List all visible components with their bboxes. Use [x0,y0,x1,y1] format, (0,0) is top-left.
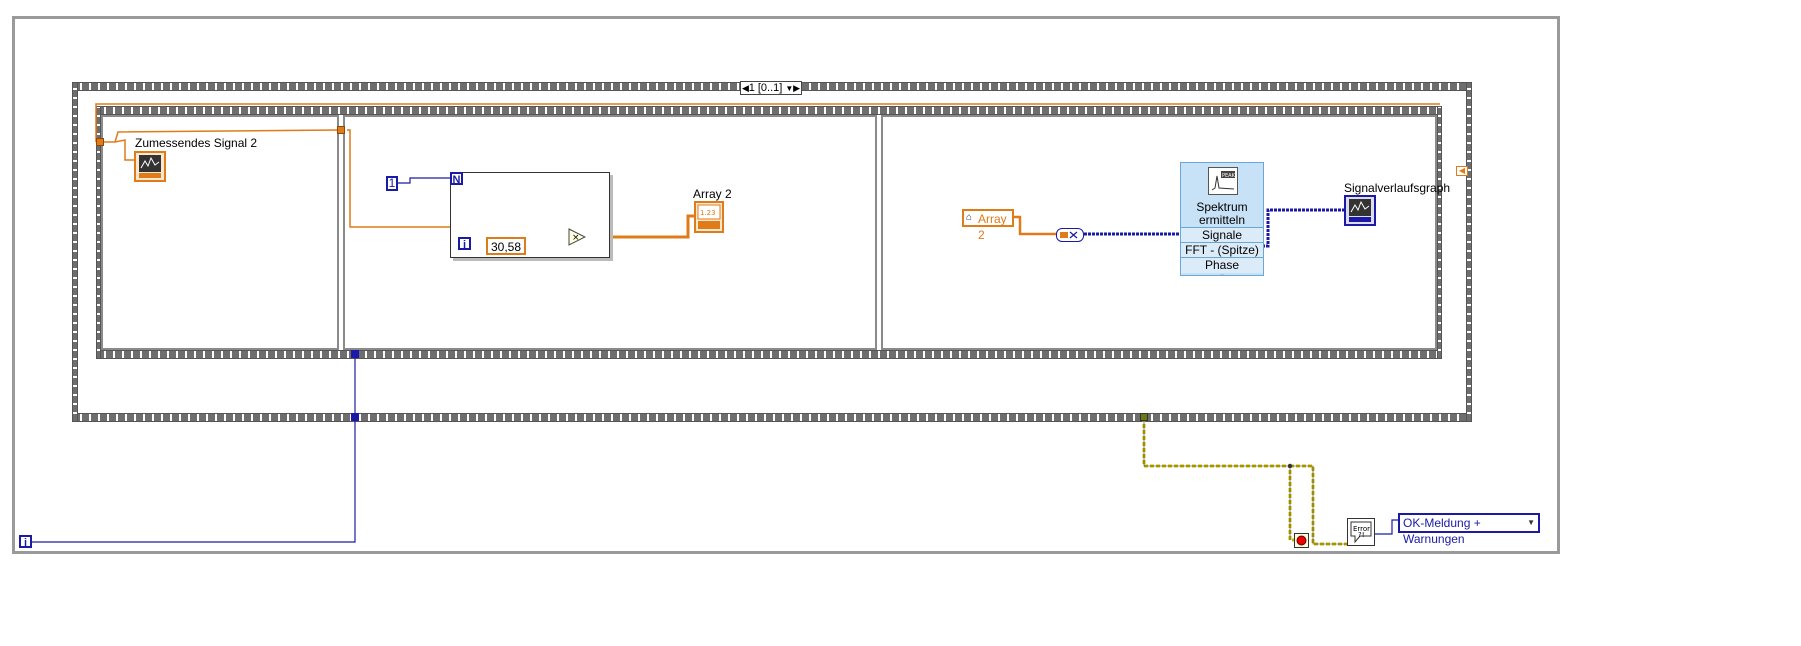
stop-button-icon[interactable] [1294,533,1309,548]
error-handler-icon[interactable]: Error?! [1347,518,1375,546]
wire-express-to-graph [1262,208,1344,248]
terminal-fft-peak[interactable]: FFT - (Spitze) [1181,242,1263,258]
tunnel-right-outer: ◀ [1456,166,1468,176]
sequence-frame-right [1437,106,1442,359]
express-title-1: Spektrum [1196,200,1248,214]
signal-label: Zumessendes Signal 2 [135,136,258,150]
svg-text:×: × [572,233,580,243]
outer-frame-right [1466,82,1472,422]
outer-loop-iteration-terminal[interactable]: i [19,535,32,549]
array2-label: Array 2 [693,187,732,201]
terminal-signale[interactable]: Signale [1181,227,1263,243]
waveform-graph-icon[interactable] [1344,195,1376,226]
svg-text:PEAK: PEAK [1222,173,1236,179]
graph-label: Signalverlaufsgraph [1344,181,1451,195]
chevron-down-icon[interactable]: ▼ [1527,518,1535,527]
dialog-type-enum[interactable]: OK-Meldung + Warnungen ▼ [1398,513,1540,546]
case-selector-label: 1 [0..1] [748,82,783,94]
chevron-down-icon[interactable]: ▼ [785,84,794,93]
wire-outer-i [32,354,356,543]
chevron-down-icon[interactable]: ⌄ [1218,269,1226,278]
home-icon: ⌂ [966,212,973,223]
loop-iteration-terminal[interactable]: i [458,237,471,251]
array2-local-label: Array 2 [978,212,1007,242]
multiply-constant[interactable]: 30,58 [486,237,527,255]
wire-array-out [613,214,694,239]
case-next-arrow-icon[interactable]: ▶ [793,83,800,93]
wire-error-1 [1142,418,1296,542]
multiply-icon[interactable]: × [568,228,587,246]
wire-signal-feed [95,103,1440,142]
outer-frame-left [72,82,78,422]
diagram-window-border [12,16,1560,554]
wire-to-loop [347,129,453,228]
wire-enum-to-handler [1374,519,1400,535]
waveform-chart-icon[interactable] [134,151,166,182]
tunnel-i-sequence [351,350,359,358]
svg-text:1.23: 1.23 [700,209,716,217]
tunnel-sequence-1 [337,126,345,134]
loop-count-constant[interactable]: 1 [386,176,398,191]
array-indicator-icon[interactable]: 1.23 [694,201,724,233]
terminal-phase[interactable]: Phase [1181,257,1263,273]
loop-count-terminal[interactable]: N [450,172,463,186]
error-junction [1287,463,1293,469]
sequence-frame-left [96,106,101,359]
dialog-type-value: OK-Meldung + Warnungen [1403,516,1481,546]
tunnel-i-outer [351,413,359,421]
convert-to-dynamic-icon[interactable] [1056,228,1084,242]
for-loop[interactable] [450,172,610,258]
peak-spectrum-icon: PEAK [1208,167,1238,195]
case-prev-arrow-icon[interactable]: ◀ [742,83,749,93]
wire-error-border [1143,418,1348,545]
tunnel-signal-in [96,138,104,146]
svg-text:Error: Error [1353,525,1370,533]
wire-count-to-N [397,177,450,184]
tunnel-error-out [1140,413,1148,421]
wire-signal-to-indicator [101,139,136,161]
spectrum-express-vi[interactable]: PEAK Spektrum ermitteln Signale FFT - (S… [1180,162,1264,278]
wire-local-to-convert [1014,215,1056,236]
array2-local-variable[interactable]: ⌂ Array 2 [962,209,1014,242]
express-title-2: ermitteln [1198,213,1245,227]
svg-text:?!: ?! [1358,531,1365,539]
case-selector[interactable]: ◀ 1 [0..1] ▼ ▶ [740,81,802,95]
sequence-frame-2 [343,115,877,350]
